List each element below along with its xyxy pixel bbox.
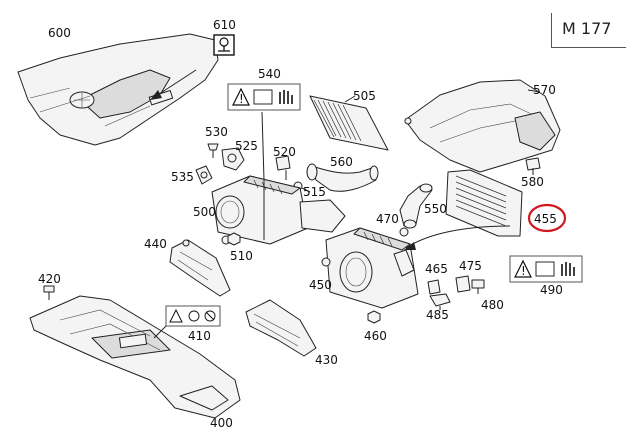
label-510: 510	[230, 249, 253, 263]
manual-book-icon	[253, 89, 273, 105]
part-480[interactable]	[471, 279, 485, 294]
engine-cover-600[interactable]	[17, 33, 219, 146]
label-470: 470	[376, 212, 399, 226]
label-520: 520	[273, 145, 296, 159]
warning-label-540[interactable]: !	[227, 83, 301, 181]
air-duct-430[interactable]	[245, 299, 317, 357]
part-465[interactable]	[427, 279, 441, 295]
label-505: 505	[353, 89, 376, 103]
label-465: 465	[425, 262, 448, 276]
warning-triangle-icon	[232, 87, 250, 106]
nut-460[interactable]	[367, 310, 381, 324]
part-470[interactable]	[399, 227, 409, 237]
model-badge	[551, 13, 626, 48]
label-490: 490	[540, 283, 563, 297]
label-460: 460	[364, 329, 387, 343]
label-485: 485	[426, 308, 449, 322]
part-485[interactable]	[429, 293, 451, 310]
charge-air-cooler-450[interactable]	[321, 227, 419, 309]
arrow-head-450	[404, 242, 416, 250]
part-535[interactable]	[195, 165, 213, 185]
callout-labels: 600 610 540 505 570 530 525 520 560 580 …	[38, 18, 563, 430]
part-530[interactable]	[207, 143, 219, 158]
warning-label-490[interactable]: !	[509, 255, 583, 283]
air-filter-455[interactable]	[445, 169, 523, 237]
model-label: M 177	[562, 19, 612, 38]
charge-air-cooler-500[interactable]	[211, 175, 346, 245]
label-570: 570	[533, 83, 556, 97]
label-420: 420	[38, 272, 61, 286]
label-525: 525	[235, 139, 258, 153]
air-duct-440[interactable]	[169, 239, 231, 297]
bracket-400[interactable]	[29, 295, 241, 419]
air-filter-505[interactable]	[309, 95, 389, 151]
part-525[interactable]	[221, 147, 245, 171]
svg-text:!: !	[239, 92, 244, 106]
label-455: 455	[534, 212, 557, 226]
part-520[interactable]	[275, 155, 291, 180]
engine-cover-symbol-610[interactable]	[213, 34, 235, 56]
label-530: 530	[205, 125, 228, 139]
label-440: 440	[144, 237, 167, 251]
part-580[interactable]	[525, 157, 541, 175]
hand-stop-icon	[279, 90, 293, 104]
bolt-420[interactable]	[43, 285, 55, 300]
label-475: 475	[459, 259, 482, 273]
label-400: 400	[210, 416, 233, 430]
label-450: 450	[309, 278, 332, 292]
engine-cover-570[interactable]	[404, 79, 561, 173]
label-500: 500	[193, 205, 216, 219]
warning-triangle-icon	[169, 308, 183, 323]
label-535: 535	[171, 170, 194, 184]
label-550: 550	[424, 202, 447, 216]
warning-label-410[interactable]	[153, 305, 221, 339]
manual-book-icon	[535, 261, 555, 277]
hand-stop-icon	[561, 262, 575, 276]
label-410: 410	[188, 329, 211, 343]
label-580: 580	[521, 175, 544, 189]
part-475[interactable]	[455, 275, 471, 293]
label-515: 515	[303, 185, 326, 199]
label-480: 480	[481, 298, 504, 312]
label-560: 560	[330, 155, 353, 169]
svg-text:!: !	[521, 264, 526, 278]
label-610: 610	[213, 18, 236, 32]
hose-550[interactable]	[399, 183, 433, 229]
nut-510[interactable]	[227, 232, 241, 246]
hose-560[interactable]	[306, 163, 379, 192]
label-600: 600	[48, 26, 71, 40]
warning-triangle-icon	[514, 259, 532, 278]
label-540: 540	[258, 67, 281, 81]
label-430: 430	[315, 353, 338, 367]
highlight-circle-455	[527, 203, 567, 233]
